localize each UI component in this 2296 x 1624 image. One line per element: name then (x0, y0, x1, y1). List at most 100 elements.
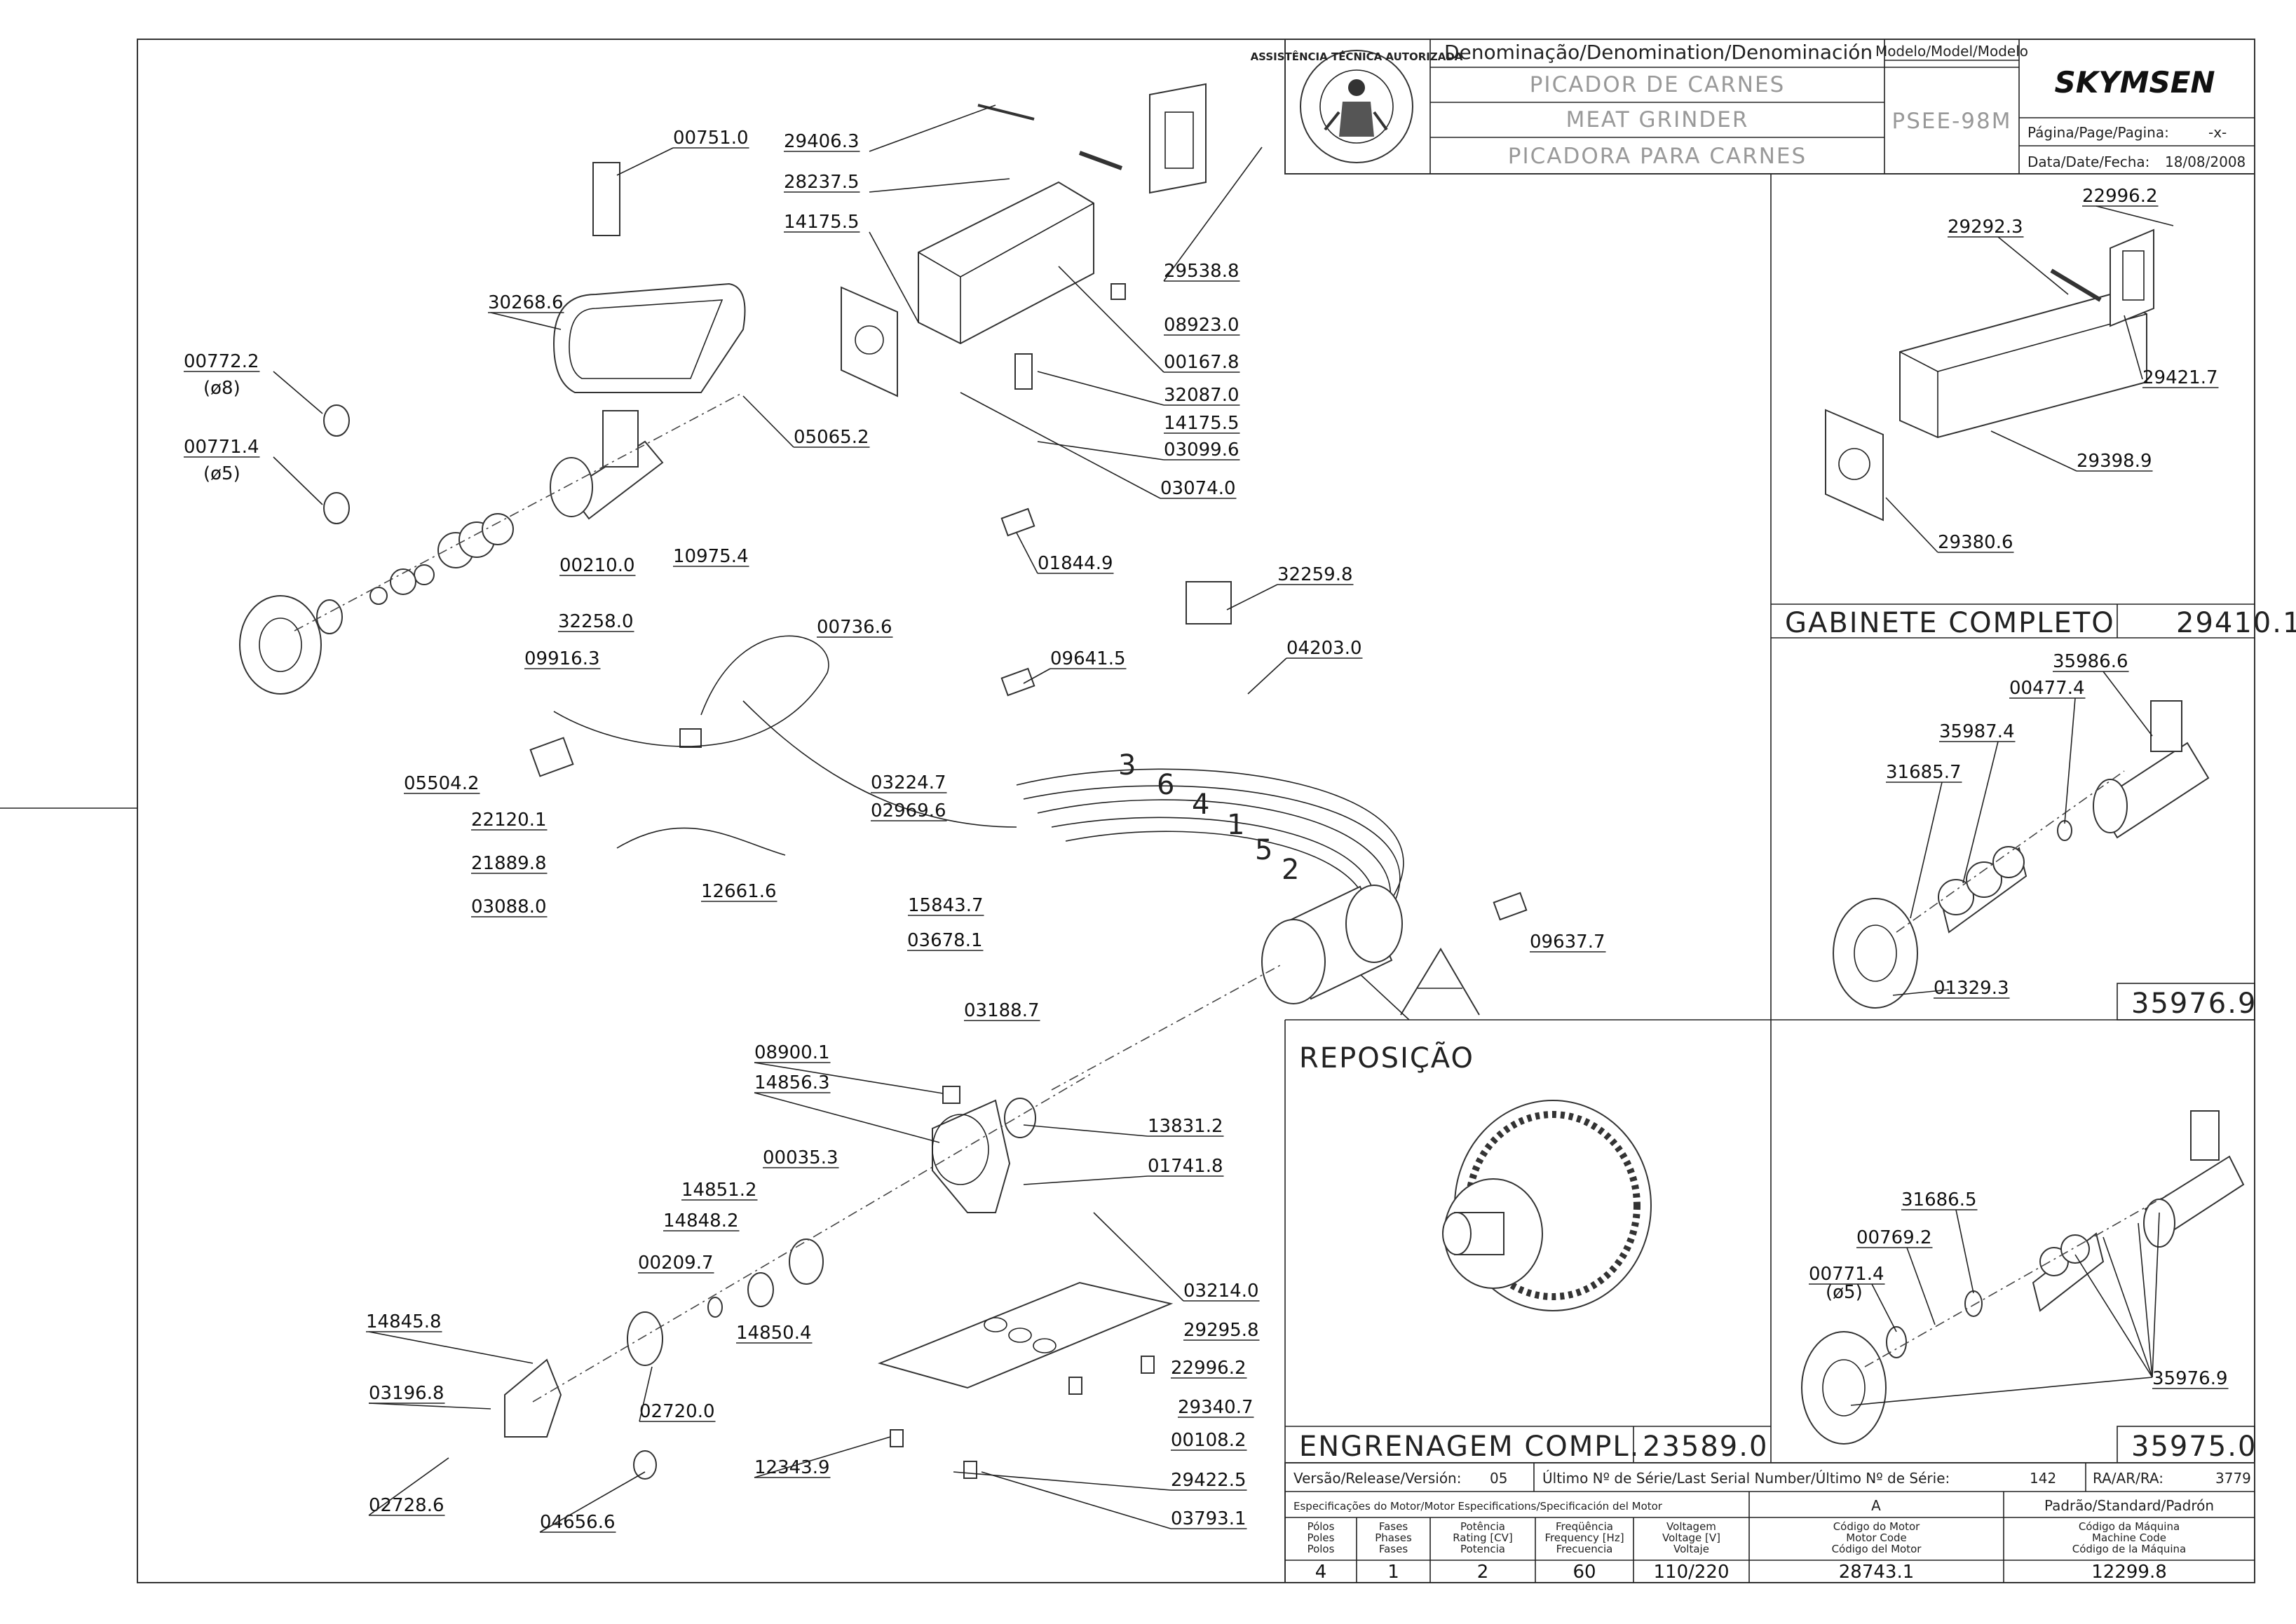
wire-number-label: 2 (1282, 854, 1300, 886)
page-value: -x- (2208, 124, 2227, 141)
standard-header: Padrão/Standard/Padrón (2044, 1497, 2214, 1514)
part-number-label: 00771.4 (184, 437, 259, 458)
part-number-label: 04656.6 (540, 1512, 616, 1533)
leader-line (2095, 205, 2174, 226)
leader-line (1037, 441, 1164, 460)
part-number-label: 35986.6 (2053, 651, 2128, 672)
part-number-label: 29292.3 (1948, 217, 2023, 238)
model-header: Modelo/Model/Modelo (1875, 43, 2028, 60)
part-number-label: 09637.7 (1530, 932, 1605, 953)
part-number-label: 05504.2 (404, 773, 480, 794)
part-number-label: 32258.0 (558, 611, 634, 632)
motor-spec-column-label: Motor Code (1846, 1531, 1907, 1544)
leader-line (754, 1062, 944, 1094)
part-number-label: 32087.0 (1164, 385, 1239, 406)
part-number-label: 12661.6 (701, 881, 777, 902)
part-number-label: 22120.1 (471, 810, 547, 831)
part-number-label: 02969.6 (871, 800, 946, 821)
gear-assembly-name: ENGRENAGEM COMPL. (1299, 1431, 1640, 1463)
leader-line (273, 456, 323, 505)
motor-spec-column-label: Fases (1379, 1520, 1408, 1533)
serial-label: Último Nº de Série/Last Serial Number/Úl… (1542, 1470, 1950, 1487)
leader-line (539, 1471, 646, 1533)
motor-spec-value: 110/220 (1653, 1562, 1729, 1583)
leader-line (2124, 315, 2143, 380)
motor-spec-column-label: Potencia (1460, 1543, 1505, 1555)
part-number-label: 09916.3 (524, 648, 600, 669)
part-number-label: 00477.4 (2009, 678, 2085, 699)
release-table: Versão/Release/Versión: 05 Último Nº de … (1284, 1462, 2255, 1583)
screen-diameter-label: (ø5) (1826, 1282, 1863, 1303)
part-number-label: 14845.8 (366, 1311, 442, 1332)
part-number-label: 22996.2 (2082, 186, 2158, 207)
leader-line (1247, 657, 1287, 695)
part-number-label: 00771.4 (1809, 1264, 1884, 1285)
motor-spec-column-label: Código do Motor (1833, 1520, 1920, 1533)
part-number-label: 29421.7 (2142, 367, 2218, 388)
wire-number-label: 3 (1118, 749, 1137, 782)
gear-assembly-code: 23589.0 (1643, 1431, 1768, 1463)
leader-line (1892, 989, 1950, 996)
part-number-label: 01329.3 (1934, 978, 2009, 999)
motor-spec-column-label: Pólos (1307, 1520, 1335, 1533)
leader-line (2138, 1222, 2153, 1378)
leader-line (754, 1436, 891, 1478)
leader-line (754, 1092, 940, 1143)
motor-spec-column-label: Polos (1307, 1543, 1335, 1555)
main-part-labels: 00751.030268.600772.2(ø8)00771.4(ø5)0506… (184, 104, 1606, 1533)
motor-spec-column-label: Potência (1460, 1520, 1505, 1533)
part-number-label: 28237.5 (784, 172, 860, 193)
part-number-label: 22996.2 (1171, 1358, 1247, 1379)
motor-spec-column-label: Rating [CV] (1453, 1531, 1513, 1544)
screen-diameter-label: (ø5) (203, 463, 240, 484)
part-number-label: 14856.3 (754, 1072, 830, 1093)
leader-line (1850, 1377, 2153, 1406)
gear-drawing (1442, 1100, 1652, 1311)
screen-diameter-label: (ø8) (203, 378, 240, 399)
leader-line (2064, 697, 2076, 824)
motor-spec-column-label: Código del Motor (1832, 1543, 1922, 1555)
leader-line (1885, 497, 1938, 553)
part-number-label: 00772.2 (184, 351, 259, 372)
motor-spec-column-label: Frequency [Hz] (1544, 1531, 1624, 1544)
version-label: Versão/Release/Versión: (1293, 1470, 1461, 1487)
ra-label: RA/AR/RA: (2093, 1470, 2163, 1487)
leader-line (953, 1471, 1171, 1491)
leader-line (639, 1366, 653, 1422)
leader-line (616, 147, 674, 176)
leader-line (1016, 532, 1038, 574)
title-block: ASSISTÊNCIA TÉCNICA AUTORIZADA Denominaç… (1251, 39, 2255, 175)
leader-line (1910, 782, 1943, 919)
part-number-label: 03793.1 (1171, 1508, 1247, 1529)
part-number-label: 21889.8 (471, 853, 547, 874)
part-number-label: 00751.0 (673, 128, 749, 149)
leader-line (1093, 1212, 1184, 1302)
part-number-label: 29295.8 (1183, 1320, 1259, 1341)
assembly-1-drawing (1833, 700, 2210, 1009)
motor-spec-value: 4 (1315, 1562, 1327, 1583)
motor-spec-column-label: Frecuencia (1556, 1543, 1613, 1555)
part-number-label: 30268.6 (488, 292, 564, 313)
leader-line (1990, 430, 2077, 472)
wire-number-label: 1 (1227, 809, 1246, 841)
brand-logo: SKYMSEN (2054, 65, 2215, 100)
leader-line (490, 312, 562, 330)
cabinet-drawing (1825, 228, 2154, 521)
part-number-label: 13831.2 (1148, 1116, 1223, 1137)
part-number-label: 00035.3 (763, 1147, 838, 1168)
motor-spec-value: 60 (1572, 1562, 1596, 1583)
part-number-label: 08923.0 (1164, 315, 1239, 336)
leader-line (1163, 146, 1263, 282)
motor-spec-value: 12299.8 (2091, 1562, 2167, 1583)
part-number-label: 02720.0 (639, 1401, 715, 1422)
leader-line (2074, 1254, 2153, 1378)
leader-line (869, 104, 996, 152)
replacement-panel: REPOSIÇÃO ENGRENAGEM COMPL. 23589.0 (1284, 1019, 1771, 1463)
motor-spec-value: 1 (1387, 1562, 1399, 1583)
part-number-label: 00769.2 (1856, 1227, 1932, 1248)
